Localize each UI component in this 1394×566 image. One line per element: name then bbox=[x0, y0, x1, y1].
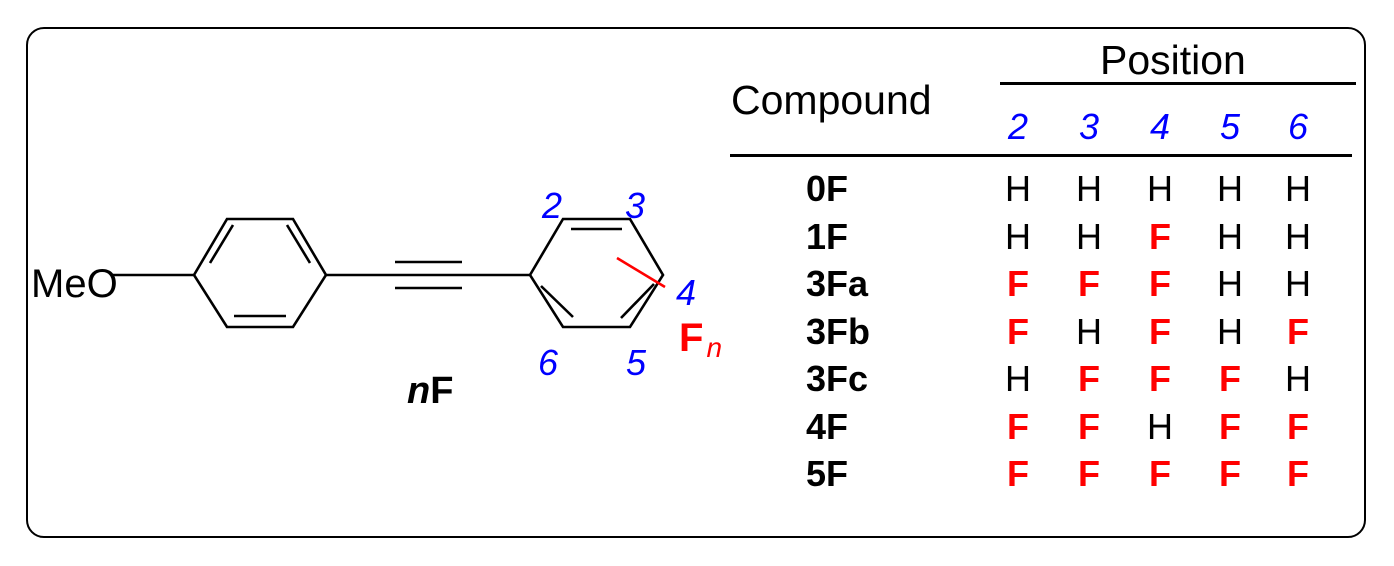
position-cell: F bbox=[1078, 358, 1100, 399]
position-cell: F bbox=[1007, 263, 1029, 304]
position-cell: F bbox=[1287, 311, 1309, 352]
position-col-2: 2 bbox=[1007, 106, 1029, 147]
left-benzene-ring bbox=[192, 217, 328, 329]
position-cell: H bbox=[1217, 263, 1243, 304]
position-cell: F bbox=[1007, 311, 1029, 352]
position-cell: F bbox=[1149, 453, 1171, 494]
position-cell: F bbox=[1007, 453, 1029, 494]
position-cell: H bbox=[1076, 311, 1102, 352]
position-cell: F bbox=[1219, 453, 1241, 494]
position-cell: H bbox=[1285, 358, 1311, 399]
ring-position-6: 6 bbox=[538, 342, 559, 383]
figure-frame bbox=[26, 27, 1366, 538]
position-header-rule bbox=[1000, 82, 1356, 85]
fluorine-count-subscript: n bbox=[706, 332, 723, 363]
compound-label-n: n bbox=[407, 370, 431, 412]
compound-label-f: F bbox=[430, 370, 454, 412]
compound-name: 5F bbox=[806, 453, 849, 494]
position-cell: F bbox=[1078, 263, 1100, 304]
position-cell: F bbox=[1287, 406, 1309, 447]
position-cell: H bbox=[1147, 406, 1173, 447]
position-cell: F bbox=[1149, 311, 1171, 352]
position-cell: H bbox=[1285, 263, 1311, 304]
position-cell: H bbox=[1285, 216, 1311, 257]
compound-name: 0F bbox=[806, 168, 849, 209]
position-cell: F bbox=[1007, 406, 1029, 447]
position-cell: F bbox=[1287, 453, 1309, 494]
position-cell: H bbox=[1147, 168, 1173, 209]
position-cell: H bbox=[1005, 216, 1031, 257]
header-compound: Compound bbox=[731, 77, 932, 123]
position-cell: F bbox=[1078, 406, 1100, 447]
fluorine-substitution-bond bbox=[616, 256, 666, 289]
compound-series-label: nF bbox=[407, 372, 453, 410]
ring-position-3: 3 bbox=[625, 185, 646, 226]
position-cell: F bbox=[1149, 358, 1171, 399]
position-cell: F bbox=[1149, 263, 1171, 304]
compound-name: 3Fc bbox=[806, 358, 869, 399]
position-cell: H bbox=[1217, 311, 1243, 352]
position-cell: F bbox=[1219, 406, 1241, 447]
position-cell: H bbox=[1076, 168, 1102, 209]
table-header-rule bbox=[730, 154, 1352, 157]
position-cell: F bbox=[1149, 216, 1171, 257]
position-cell: H bbox=[1076, 216, 1102, 257]
compound-name: 4F bbox=[806, 406, 849, 447]
compound-name: 1F bbox=[806, 216, 849, 257]
position-cell: H bbox=[1217, 216, 1243, 257]
header-position: Position bbox=[1100, 37, 1246, 83]
position-cell: F bbox=[1078, 453, 1100, 494]
position-cell: H bbox=[1005, 168, 1031, 209]
position-col-6: 6 bbox=[1287, 106, 1309, 147]
fluorine-symbol: F bbox=[679, 316, 704, 360]
position-cell: H bbox=[1005, 358, 1031, 399]
methoxy-label: MeO bbox=[31, 262, 118, 306]
position-col-4: 4 bbox=[1149, 106, 1171, 147]
position-cell: F bbox=[1219, 358, 1241, 399]
ring-position-2: 2 bbox=[542, 185, 563, 226]
right-benzene-ring bbox=[528, 217, 665, 329]
compound-name: 3Fb bbox=[806, 311, 871, 352]
position-cell: H bbox=[1285, 168, 1311, 209]
position-col-5: 5 bbox=[1219, 106, 1241, 147]
ring-position-4: 4 bbox=[676, 272, 697, 313]
compound-name: 3Fa bbox=[806, 263, 869, 304]
position-col-3: 3 bbox=[1078, 106, 1100, 147]
position-cell: H bbox=[1217, 168, 1243, 209]
ring-position-5: 5 bbox=[626, 342, 647, 383]
